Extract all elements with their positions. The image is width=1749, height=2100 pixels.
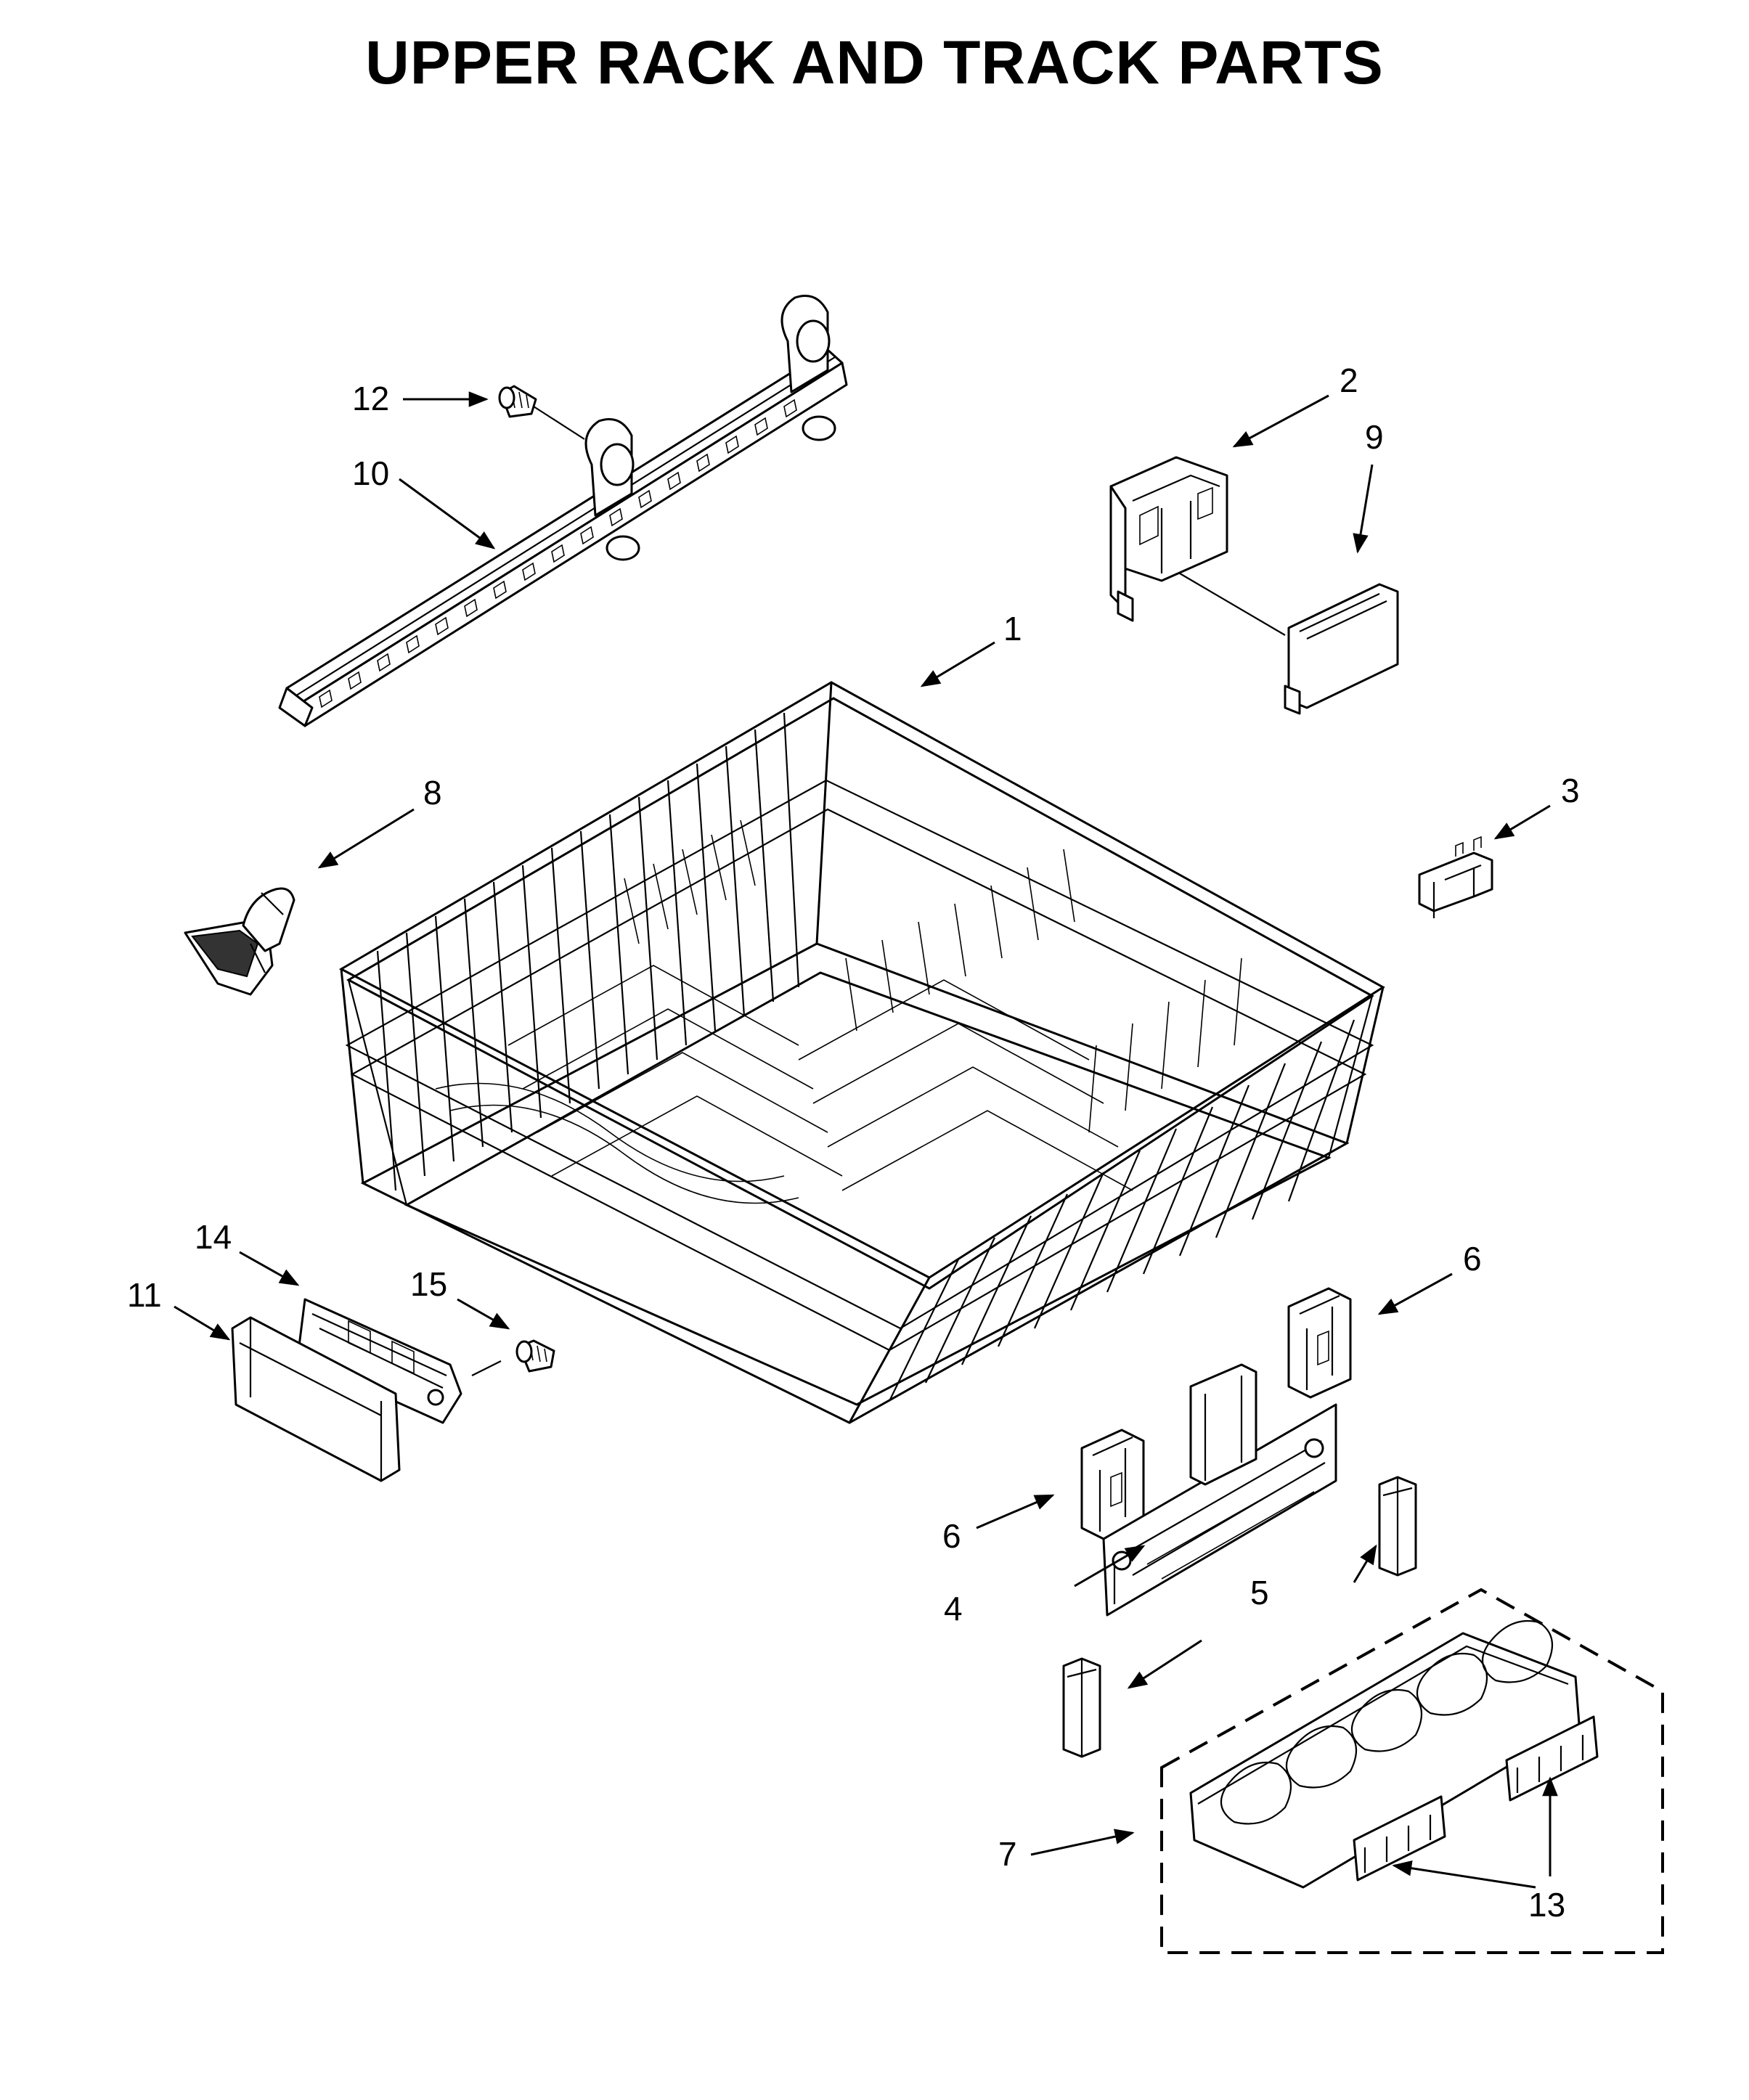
callout-labels: 1 2 3 4 5 6 6 7 8 9 10 11 12 13 14 15: [127, 361, 1580, 1924]
screw-part-15[interactable]: [471, 1339, 555, 1376]
callout-7: 7: [998, 1835, 1017, 1873]
clip-part-13-left[interactable]: [1353, 1795, 1446, 1882]
callout-6-lower: 6: [942, 1517, 961, 1555]
leader-lines: [174, 391, 1558, 1889]
handle-part-11[interactable]: [231, 1316, 401, 1482]
rail-wheel-rear: [780, 295, 836, 441]
callout-12: 12: [352, 380, 389, 417]
rack-clip-part-6-upper[interactable]: [1287, 1287, 1352, 1399]
screw-part-12[interactable]: [498, 385, 585, 440]
callout-13: 13: [1528, 1886, 1565, 1924]
callout-3: 3: [1561, 772, 1580, 809]
callout-11: 11: [127, 1276, 162, 1314]
callout-5: 5: [1250, 1574, 1269, 1611]
tray-group-part-7: [1160, 1588, 1664, 1954]
callout-9: 9: [1365, 418, 1384, 456]
upper-rack-part-1[interactable]: [338, 681, 1385, 1424]
callout-2: 2: [1340, 361, 1358, 399]
callout-14: 14: [195, 1218, 232, 1256]
callout-6-upper: 6: [1463, 1240, 1482, 1278]
callout-1: 1: [1003, 610, 1022, 647]
rail-wheel-front: [584, 418, 640, 561]
clip-part-13-right[interactable]: [1505, 1715, 1599, 1802]
callout-8: 8: [423, 774, 442, 812]
slider-part-5-right[interactable]: [1378, 1476, 1417, 1577]
rack-tines: [435, 820, 1242, 1204]
stop-part-8[interactable]: [184, 887, 295, 996]
clip-part-3[interactable]: [1418, 835, 1493, 918]
rack-front-wires: [889, 1019, 1355, 1402]
rack-adjuster-assembly-part-4[interactable]: [1102, 1363, 1337, 1617]
callout-15: 15: [410, 1265, 447, 1303]
callout-4: 4: [944, 1590, 963, 1627]
page-title: UPPER RACK AND TRACK PARTS: [365, 28, 1384, 97]
callout-10: 10: [352, 454, 389, 492]
tine-tray-part-7[interactable]: [1189, 1619, 1581, 1889]
adjuster-cover-part-9[interactable]: [1284, 583, 1399, 715]
rack-adjuster-part-2[interactable]: [1109, 456, 1286, 636]
track-rail-part-10[interactable]: [278, 295, 848, 727]
slider-part-5-left[interactable]: [1062, 1657, 1101, 1758]
